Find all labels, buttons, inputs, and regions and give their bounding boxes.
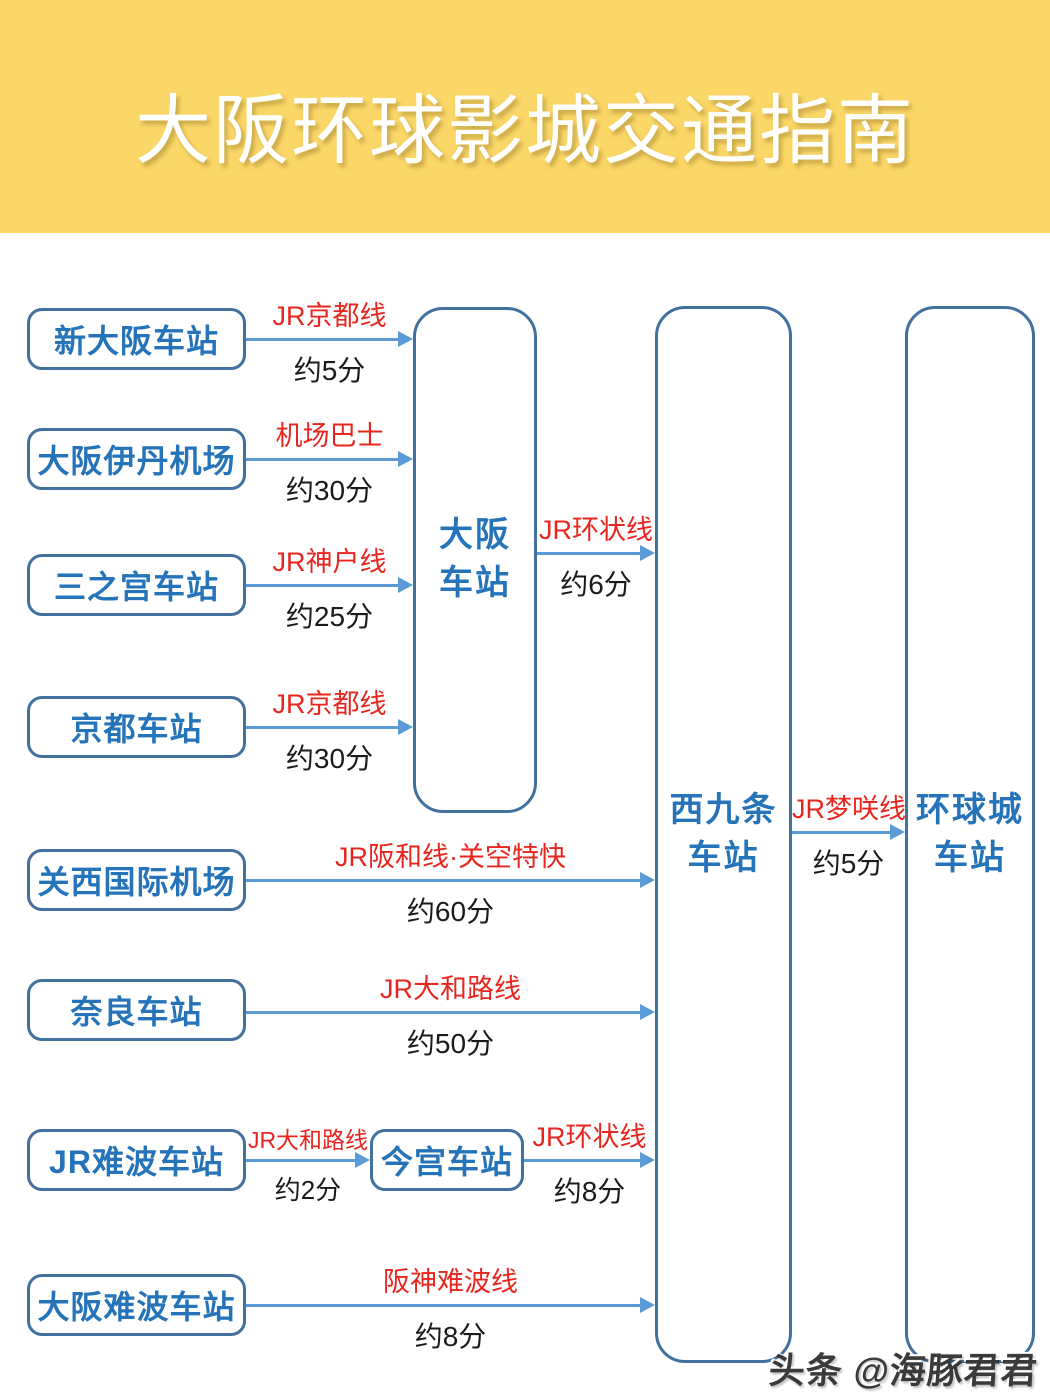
route-time-label: 约5分 <box>293 355 366 386</box>
arrow-line <box>246 1159 358 1162</box>
arrow-head-icon <box>640 1004 655 1020</box>
station-label: JR难波车站 <box>49 1144 224 1180</box>
station-label: 今宫车站 <box>380 1144 513 1180</box>
route-time-label: 约2分 <box>274 1175 342 1205</box>
arrow-head-icon <box>890 824 905 840</box>
arrow-line <box>246 584 401 587</box>
station-label: 三之宫车站 <box>53 569 219 605</box>
route-time-label: 约30分 <box>285 743 374 774</box>
route-time-label: 约8分 <box>553 1176 626 1207</box>
route-time-label: 约25分 <box>285 601 374 632</box>
arrow-head-icon <box>355 1152 370 1168</box>
hub-label: 大阪 车站 <box>439 516 511 602</box>
station-shin-osaka: 新大阪车站 <box>27 308 246 370</box>
station-osaka-namba: 大阪难波车站 <box>27 1274 246 1336</box>
arrow-head-icon <box>398 331 413 347</box>
arrow-line <box>246 338 401 341</box>
route-line-label: JR环状线 <box>532 1122 647 1152</box>
route-time-label: 约60分 <box>406 896 495 927</box>
station-label: 新大阪车站 <box>53 323 219 359</box>
route-line-label: JR梦咲线 <box>792 794 906 824</box>
hub-label: 西九条 车站 <box>669 790 778 877</box>
hub-label: 环球城 车站 <box>916 790 1024 877</box>
route-line-label: JR京都线 <box>272 689 387 719</box>
route-line-label: JR阪和线·关空特快 <box>335 842 566 872</box>
arrow-line <box>537 552 643 555</box>
route-time-label: 约50分 <box>406 1028 495 1059</box>
station-sannomiya: 三之宫车站 <box>27 554 246 616</box>
arrow-line <box>246 726 401 729</box>
hub-nishikujo-station: 西九条 车站 <box>655 306 792 1363</box>
station-nara: 奈良车站 <box>27 979 246 1041</box>
hub-osaka-station: 大阪 车站 <box>413 307 537 813</box>
station-imamiya: 今宫车站 <box>370 1129 524 1191</box>
station-kyoto: 京都车站 <box>27 696 246 758</box>
route-line-label: JR大和路线 <box>380 974 521 1004</box>
arrow-head-icon <box>398 577 413 593</box>
station-label: 关西国际机场 <box>37 864 236 900</box>
arrow-head-icon <box>640 545 655 561</box>
arrow-line <box>246 1304 643 1307</box>
route-line-label: 阪神难波线 <box>383 1267 518 1297</box>
arrow-head-icon <box>640 1152 655 1168</box>
station-kansai-airport: 关西国际机场 <box>27 849 246 911</box>
arrow-line <box>246 1011 643 1014</box>
page-title: 大阪环球影城交通指南 <box>135 88 915 174</box>
arrow-head-icon <box>398 451 413 467</box>
watermark: 头条 @海豚君君 <box>767 1350 1040 1391</box>
route-time-label: 约6分 <box>560 569 632 600</box>
hub-universal-city-station: 环球城 车站 <box>905 306 1035 1363</box>
route-line-label: JR神户线 <box>272 547 387 577</box>
arrow-line <box>524 1159 643 1162</box>
station-itami-airport: 大阪伊丹机场 <box>27 428 246 490</box>
arrow-line <box>246 458 401 461</box>
route-line-label: JR京都线 <box>272 301 387 331</box>
station-label: 大阪伊丹机场 <box>37 443 236 479</box>
route-line-label: 机场巴士 <box>275 421 384 451</box>
station-label: 大阪难波车站 <box>37 1289 236 1325</box>
arrow-head-icon <box>640 1297 655 1313</box>
arrow-line <box>792 831 893 834</box>
arrow-head-icon <box>398 719 413 735</box>
route-time-label: 约8分 <box>414 1321 487 1352</box>
station-jr-namba: JR难波车站 <box>27 1129 246 1191</box>
station-label: 京都车站 <box>70 711 203 747</box>
header-banner: 大阪环球影城交通指南 <box>0 0 1050 233</box>
arrow-line <box>246 879 643 882</box>
route-time-label: 约5分 <box>812 848 885 879</box>
station-label: 奈良车站 <box>70 994 203 1030</box>
route-line-label: JR环状线 <box>539 515 653 545</box>
route-time-label: 约30分 <box>285 475 374 506</box>
arrow-head-icon <box>640 872 655 888</box>
route-line-label: JR大和路线 <box>247 1127 369 1153</box>
